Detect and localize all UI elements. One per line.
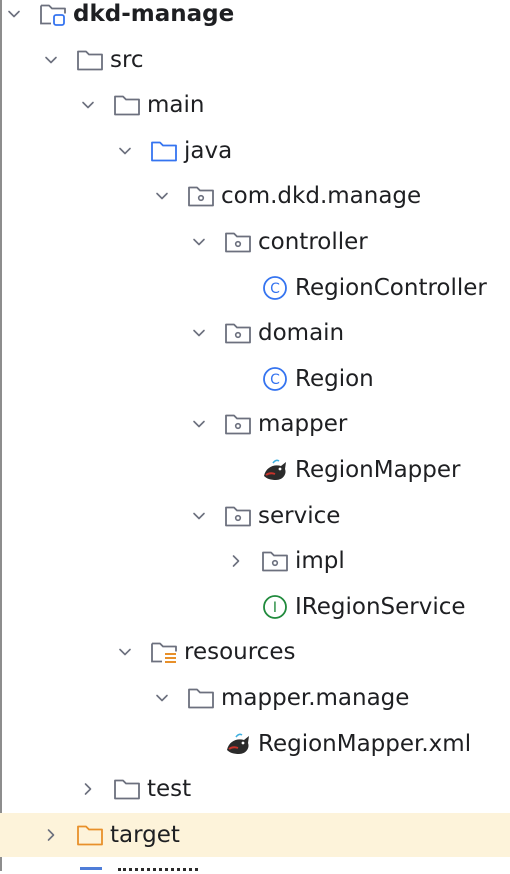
tree-node-label: java xyxy=(184,137,233,164)
tree-node-label: main xyxy=(147,92,205,119)
tree-node-service[interactable]: service xyxy=(0,494,510,538)
chevron-down-icon[interactable] xyxy=(188,231,210,253)
package-icon xyxy=(224,320,252,346)
package-icon xyxy=(224,411,252,437)
interface-icon: I xyxy=(261,594,289,620)
folder-icon xyxy=(113,92,141,118)
tree-node-main[interactable]: main xyxy=(0,83,510,127)
mybatis-icon xyxy=(261,457,289,483)
tree-node-controller[interactable]: controller xyxy=(0,220,510,264)
tree-node-java[interactable]: java xyxy=(0,129,510,173)
tree-node-label: src xyxy=(110,46,144,73)
tree-node-dkd-manage[interactable]: dkd-manage xyxy=(0,0,510,36)
tree-node-regionmapper-xml[interactable]: RegionMapper.xml xyxy=(0,722,510,766)
tree-node-label: IRegionService xyxy=(295,593,466,620)
chevron-down-icon[interactable] xyxy=(188,413,210,435)
tree-node-mapper[interactable]: mapper xyxy=(0,402,510,446)
chevron-down-icon[interactable] xyxy=(40,49,62,71)
class-icon: C xyxy=(261,275,289,301)
tree-node-iregionservice[interactable]: I IRegionService xyxy=(0,585,510,629)
chevron-down-icon[interactable] xyxy=(3,3,25,25)
chevron-down-icon[interactable] xyxy=(151,687,173,709)
package-icon xyxy=(187,183,215,209)
source-folder-icon xyxy=(150,138,178,164)
tree-node-regionmapper[interactable]: RegionMapper xyxy=(0,448,510,492)
chevron-down-icon[interactable] xyxy=(114,140,136,162)
svg-text:C: C xyxy=(270,281,280,297)
tree-node-label: RegionMapper xyxy=(295,457,461,483)
class-icon: C xyxy=(261,366,289,392)
package-icon xyxy=(261,548,289,574)
tree-node-target[interactable]: target xyxy=(0,812,510,857)
tree-node-mapper-manage[interactable]: mapper.manage xyxy=(0,676,510,720)
package-icon xyxy=(224,503,252,529)
tree-node-label: impl xyxy=(295,548,345,575)
cutoff-label xyxy=(118,868,198,874)
tree-node-label: resources xyxy=(184,639,296,666)
tree-node-regioncontroller[interactable]: C RegionController xyxy=(0,266,510,310)
chevron-right-icon[interactable] xyxy=(40,824,62,846)
tree-node-resources[interactable]: resources xyxy=(0,630,510,674)
chevron-down-icon[interactable] xyxy=(114,641,136,663)
folder-icon xyxy=(113,776,141,802)
tree-node-label: mapper xyxy=(258,411,348,438)
svg-text:C: C xyxy=(270,372,280,388)
tree-node-impl[interactable]: impl xyxy=(0,539,510,583)
chevron-down-icon[interactable] xyxy=(188,322,210,344)
tree-node-label: mapper.manage xyxy=(221,685,410,711)
resources-folder-icon xyxy=(150,639,178,665)
chevron-down-icon[interactable] xyxy=(151,185,173,207)
cutoff-row xyxy=(60,862,220,874)
svg-text:I: I xyxy=(273,600,277,616)
tree-node-label: test xyxy=(147,776,192,803)
chevron-right-icon[interactable] xyxy=(225,550,247,572)
tree-node-src[interactable]: src xyxy=(0,38,510,82)
chevron-right-icon[interactable] xyxy=(77,778,99,800)
tree-node-label: dkd-manage xyxy=(73,1,235,27)
tree-node-label: RegionMapper.xml xyxy=(258,730,472,757)
package-icon xyxy=(224,229,252,255)
tree-node-label: com.dkd.manage xyxy=(221,183,422,210)
tree-node-label: target xyxy=(110,821,180,848)
module-folder-icon xyxy=(39,1,67,27)
tree-node-label: Region xyxy=(295,365,374,392)
tree-node-domain[interactable]: domain xyxy=(0,311,510,355)
cutoff-icon xyxy=(80,867,102,874)
tree-node-test[interactable]: test xyxy=(0,767,510,811)
tree-node-label: RegionController xyxy=(295,274,487,301)
tree-node-label: service xyxy=(258,502,341,529)
excluded-folder-icon xyxy=(76,822,104,848)
panel-left-border xyxy=(0,0,2,871)
folder-icon xyxy=(76,47,104,73)
chevron-down-icon[interactable] xyxy=(188,505,210,527)
tree-node-region[interactable]: C Region xyxy=(0,357,510,401)
mybatis-icon xyxy=(224,731,252,757)
tree-node-label: domain xyxy=(258,320,345,347)
folder-icon xyxy=(187,685,215,711)
chevron-down-icon[interactable] xyxy=(77,94,99,116)
tree-node-label: controller xyxy=(258,229,368,255)
tree-node-com-dkd-manage[interactable]: com.dkd.manage xyxy=(0,174,510,218)
